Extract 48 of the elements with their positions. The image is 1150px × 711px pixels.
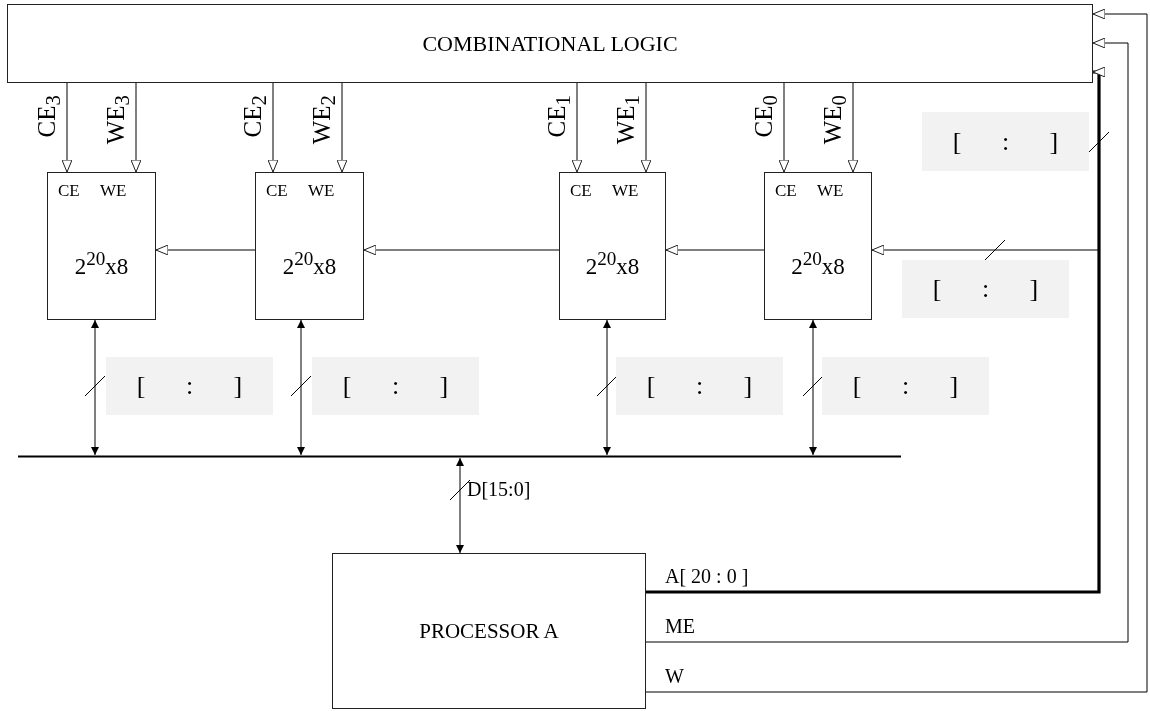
data-bus-line: [18, 455, 901, 458]
signal-label: ME: [665, 615, 695, 638]
arrow: [665, 244, 765, 256]
arrow: [91, 319, 99, 456]
arrow: [155, 244, 256, 256]
block-label: COMBINATIONAL LOGIC: [422, 30, 678, 57]
memory-chip: [764, 172, 872, 320]
signal-label: W: [665, 665, 684, 688]
signal-label: D[15:0]: [467, 478, 531, 501]
arrow: [336, 82, 348, 173]
processor-block: [332, 553, 646, 709]
pin-label: CE: [58, 181, 80, 201]
pin-label: WE: [100, 181, 127, 201]
arrow: [847, 82, 859, 173]
pin-label: WE: [817, 181, 844, 201]
pin-label: CE: [570, 181, 592, 201]
arrow: [363, 244, 560, 256]
block-label: PROCESSOR A: [419, 618, 559, 644]
pin-label: WE: [612, 181, 639, 201]
arrow: [778, 82, 790, 173]
capacity-label: 2$^{20}$x8: [585, 248, 640, 280]
bus-range-blank: [ : ]: [312, 357, 479, 415]
pin-label: WE: [308, 181, 335, 201]
logic-block: [7, 4, 1093, 83]
pin-label: CE: [775, 181, 797, 201]
arrow: [130, 82, 142, 173]
capacity-label: 2$^{20}$x8: [74, 248, 129, 280]
capacity-label: 2$^{20}$x8: [282, 248, 337, 280]
bus-range-blank: [ : ]: [902, 260, 1069, 318]
arrow: [456, 457, 464, 554]
memory-chip: [255, 172, 364, 320]
bus-range-blank: [ : ]: [922, 112, 1089, 171]
bus-range-blank: [ : ]: [106, 357, 273, 415]
arrow: [61, 82, 73, 173]
memory-chip: [47, 172, 156, 320]
capacity-label: 2$^{20}$x8: [791, 248, 845, 280]
arrow: [267, 82, 279, 173]
arrow: [297, 319, 305, 456]
arrow: [640, 82, 652, 173]
pin-label: CE: [266, 181, 288, 201]
arrow: [646, 66, 1106, 594]
memory-chip: [559, 172, 666, 320]
arrow: [809, 319, 817, 456]
arrow: [571, 82, 583, 173]
bus-range-blank: [ : ]: [616, 357, 783, 415]
bus-range-blank: [ : ]: [822, 357, 989, 415]
signal-label: A[ 20 : 0 ]: [665, 565, 749, 588]
arrow: [603, 319, 611, 456]
